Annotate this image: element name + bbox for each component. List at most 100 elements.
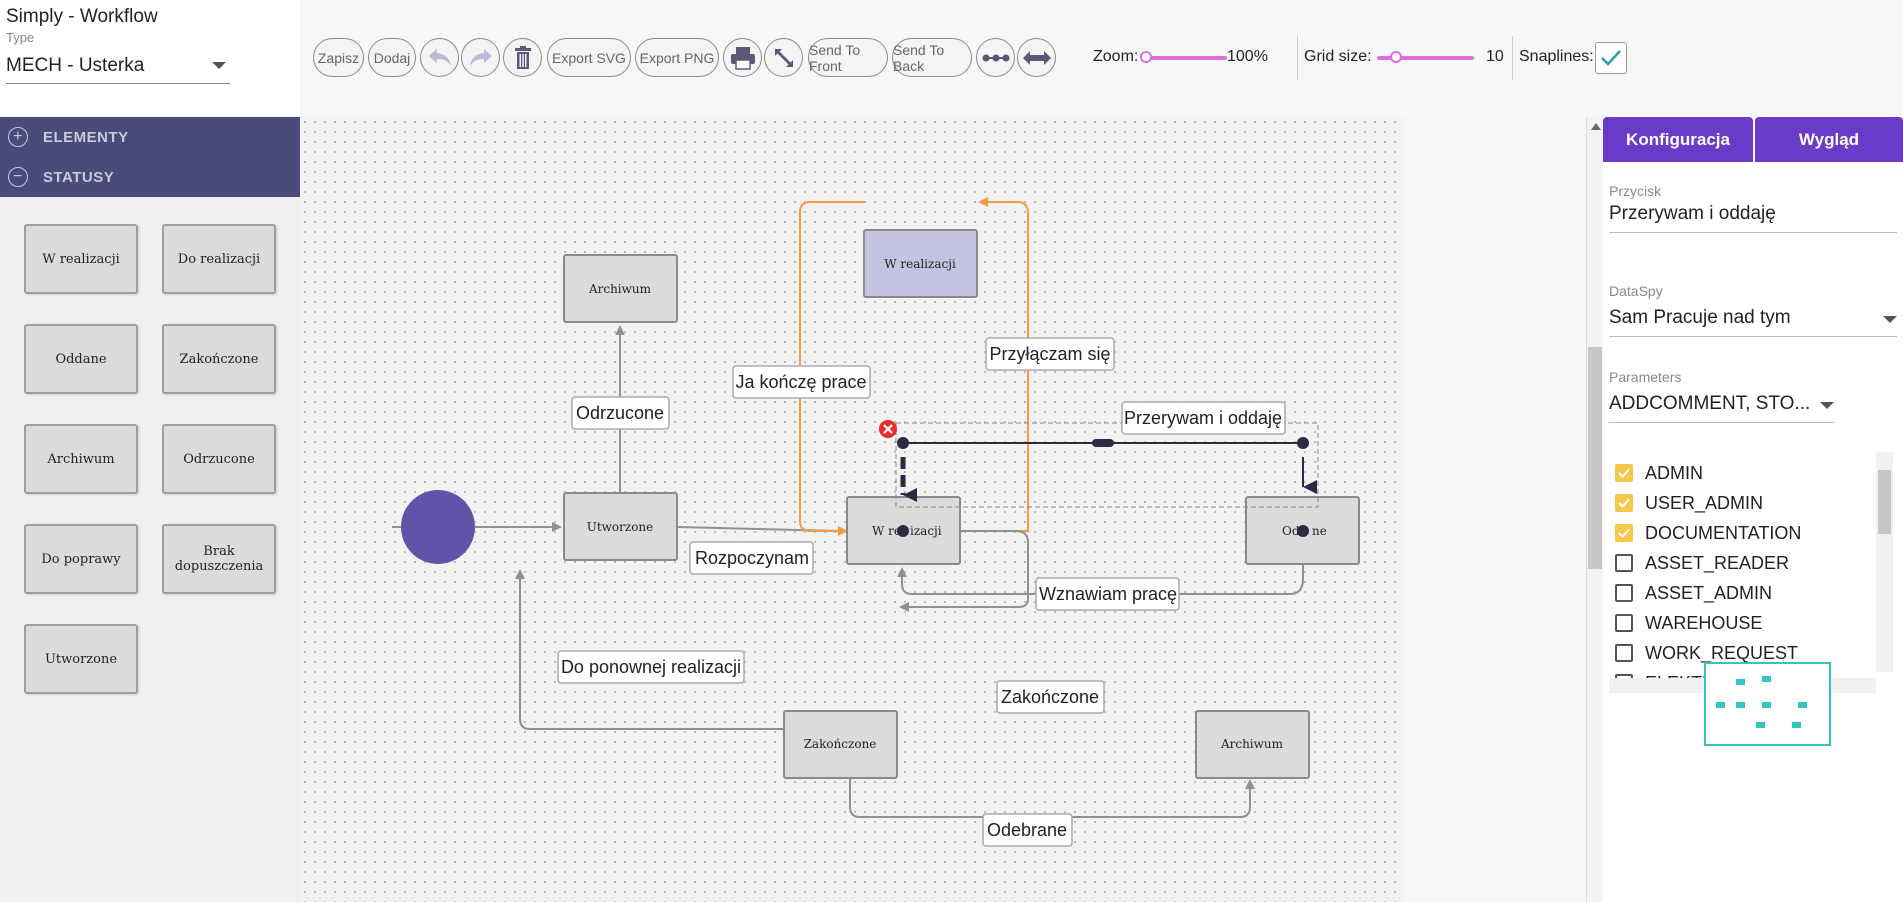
node-archiwum-bottom[interactable]	[1195, 710, 1310, 779]
tab-konfiguracja[interactable]: Konfiguracja	[1603, 117, 1753, 162]
palette-status-do-realizacji[interactable]: Do realizacji	[162, 224, 276, 294]
selection-box	[895, 422, 1319, 508]
link-do-ponownej-realizacji[interactable]	[515, 569, 784, 730]
minus-circle-icon: −	[8, 167, 28, 187]
dataspy-select[interactable]: Sam Pracuje nad tym	[1609, 307, 1897, 337]
delete-button[interactable]	[503, 38, 542, 77]
button-name-value: Przerywam i oddaję	[1609, 203, 1776, 224]
connection-dots-icon	[982, 54, 1009, 61]
grid-size-slider[interactable]	[1377, 56, 1474, 60]
link-odebrane[interactable]	[849, 761, 1255, 818]
role-checkbox-row[interactable]: ASSET_READER	[1615, 551, 1789, 575]
fit-to-screen-button[interactable]	[764, 38, 803, 77]
link-label-przerywam-i-oddaje[interactable]: Przerywam i oddaję	[1121, 401, 1286, 435]
link-label-wznawiam-prace[interactable]: Wznawiam pracę	[1035, 577, 1180, 611]
minimap-node	[1756, 722, 1765, 728]
role-checkbox[interactable]	[1615, 584, 1633, 602]
accordion-statusy[interactable]: − STATUSY	[0, 157, 300, 197]
link-vertex-handle[interactable]	[1297, 437, 1309, 449]
role-checkbox[interactable]	[1615, 464, 1633, 482]
bidirectional-link-button[interactable]	[1017, 38, 1056, 77]
scroll-up-arrow-icon[interactable]	[1591, 123, 1601, 130]
svg-text:Zakończone: Zakończone	[1001, 687, 1099, 707]
connect-nodes-button[interactable]	[976, 38, 1015, 77]
export-svg-button[interactable]: Export SVG	[547, 38, 631, 77]
role-checkbox[interactable]	[1615, 614, 1633, 632]
parameters-label: Parameters	[1609, 369, 1682, 385]
print-button[interactable]	[723, 38, 762, 77]
node-utworzone[interactable]	[563, 492, 678, 561]
accordion-elementy[interactable]: + ELEMENTY	[0, 117, 300, 157]
minimap-node	[1716, 702, 1725, 708]
link-midpoint-handle[interactable]	[1092, 439, 1114, 447]
role-checkbox-row[interactable]: USER_ADMIN	[1615, 491, 1763, 515]
link-label-rozpoczynam[interactable]: Rozpoczynam	[689, 541, 814, 575]
button-name-input[interactable]: Przerywam i oddaję	[1609, 203, 1897, 233]
link-label-do-ponownej-realizacji[interactable]: Do ponownej realizacji	[557, 650, 745, 684]
scrollbar-thumb[interactable]	[1878, 470, 1891, 534]
undo-button[interactable]	[420, 38, 459, 77]
role-checkbox-row[interactable]: ADMIN	[1615, 461, 1703, 485]
link-target-handle[interactable]	[1297, 525, 1309, 537]
role-label: ADMIN	[1645, 462, 1703, 483]
minimap-node	[1736, 702, 1745, 708]
link-przylaczam-sie[interactable]	[960, 197, 1029, 532]
zoom-label: Zoom:	[1093, 48, 1139, 65]
type-label: Type	[6, 30, 35, 45]
role-checkbox-row[interactable]: WAREHOUSE	[1615, 611, 1762, 635]
snaplines-checkbox[interactable]	[1595, 42, 1627, 74]
role-checkbox-row[interactable]: ASSET_ADMIN	[1615, 581, 1772, 605]
type-select[interactable]: MECH - Usterka	[6, 52, 230, 84]
palette-status-utworzone[interactable]: Utworzone	[24, 624, 138, 694]
remove-link-icon[interactable]	[879, 420, 897, 438]
link-label-odebrane[interactable]: Odebrane	[982, 813, 1073, 847]
button-field-label: Przycisk	[1609, 183, 1662, 199]
add-button[interactable]: Dodaj	[368, 38, 416, 77]
tab-wyglad[interactable]: Wygląd	[1755, 117, 1903, 162]
app-header: Simply - Workflow Type MECH - Usterka	[0, 0, 300, 117]
send-to-back-button[interactable]: Send To Back	[892, 38, 972, 77]
node-zakonczone[interactable]	[783, 710, 898, 779]
palette-status-w-realizacji[interactable]: W realizacji	[24, 224, 138, 294]
canvas-vertical-scrollbar[interactable]	[1586, 117, 1603, 902]
palette-status-zakonczone[interactable]: Zakończone	[162, 324, 276, 394]
role-checkbox[interactable]	[1615, 494, 1633, 512]
scrollbar-thumb[interactable]	[1588, 347, 1602, 569]
palette-status-do-poprawy[interactable]: Do poprawy	[24, 524, 138, 594]
parameters-select[interactable]: ADDCOMMENT, STO...	[1609, 393, 1834, 423]
palette-status-brak-dopuszczenia[interactable]: Brak dopuszczenia	[162, 524, 276, 594]
node-label: W realizacji	[884, 257, 956, 271]
send-to-front-button[interactable]: Send To Front	[808, 38, 888, 77]
node-archiwum-top[interactable]	[563, 254, 678, 323]
link-label-przylaczam-sie[interactable]: Przyłączam się	[985, 337, 1115, 371]
role-checkbox[interactable]	[1615, 644, 1633, 662]
node-w-realizacji-top[interactable]	[863, 229, 978, 298]
role-checkbox-row[interactable]: DOCUMENTATION	[1615, 521, 1801, 545]
workflow-diagram[interactable]: Archiwum W realizacji Utworzone W re iza…	[300, 117, 1403, 902]
link-vertex-handle[interactable]	[897, 437, 909, 449]
svg-text:Przyłączam się: Przyłączam się	[989, 344, 1110, 364]
redo-button[interactable]	[461, 38, 500, 77]
zoom-slider[interactable]	[1142, 56, 1227, 60]
diagram-minimap[interactable]	[1704, 662, 1831, 746]
save-button[interactable]: Zapisz	[313, 38, 364, 77]
palette-status-archiwum[interactable]: Archiwum	[24, 424, 138, 494]
link-label-ja-koncze-prace[interactable]: Ja kończę prace	[732, 365, 871, 399]
role-checkbox[interactable]	[1615, 554, 1633, 572]
zoom-slider-handle[interactable]	[1140, 51, 1153, 63]
export-png-button[interactable]: Export PNG	[635, 38, 719, 77]
role-checkbox-row[interactable]: WORK_REQUEST	[1615, 641, 1798, 665]
link-source-handle[interactable]	[897, 525, 909, 537]
link-label-zakonczone[interactable]: Zakończone	[996, 680, 1105, 714]
role-checkbox[interactable]	[1615, 524, 1633, 542]
expand-icon	[774, 48, 793, 67]
palette-status-odrzucone[interactable]: Odrzucone	[162, 424, 276, 494]
link-zakonczone[interactable]	[899, 530, 1029, 612]
palette-status-oddane[interactable]: Oddane	[24, 324, 138, 394]
roles-vertical-scrollbar[interactable]	[1876, 452, 1893, 672]
start-node[interactable]	[401, 490, 475, 564]
link-label-odrzucone[interactable]: Odrzucone	[571, 396, 670, 430]
grid-size-slider-handle[interactable]	[1390, 51, 1403, 63]
checkmark-icon	[1618, 468, 1630, 478]
grid-size-value: 10	[1486, 48, 1504, 65]
